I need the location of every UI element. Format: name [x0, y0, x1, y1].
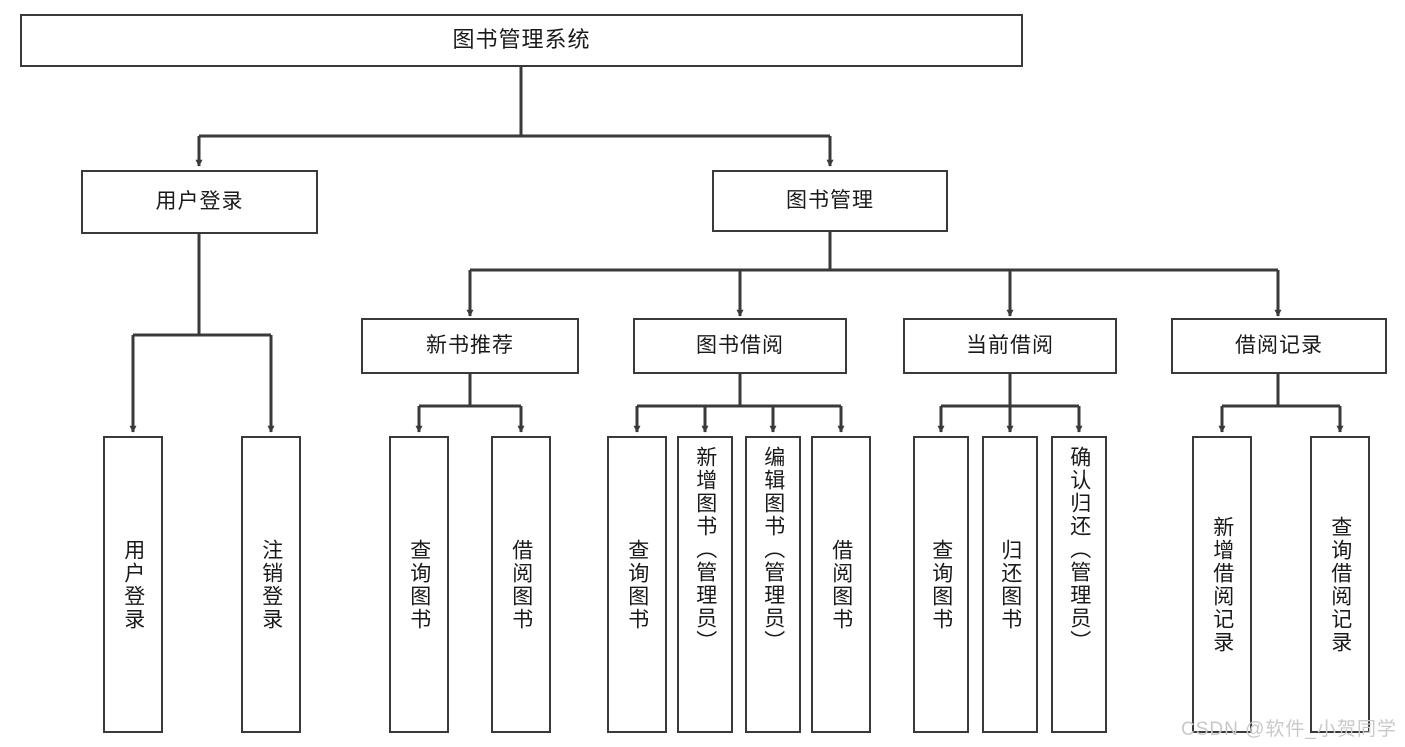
leaf-query-book-2[interactable]: 查询图书 [607, 436, 667, 733]
leaf-add-book[interactable]: 新增图书（管理员） [677, 436, 733, 733]
leaf-add-record-label: 新增借阅记录 [1210, 515, 1234, 654]
leaf-query-record[interactable]: 查询借阅记录 [1310, 436, 1370, 733]
leaf-return-book[interactable]: 归还图书 [982, 436, 1038, 733]
node-book-borrow[interactable]: 图书借阅 [633, 318, 847, 374]
leaf-borrow-book-2[interactable]: 借阅图书 [811, 436, 871, 733]
node-book-manage-label: 图书管理 [786, 189, 874, 213]
node-new-book-recommendation-label: 新书推荐 [426, 334, 514, 358]
leaf-query-book-3[interactable]: 查询图书 [913, 436, 969, 733]
leaf-edit-book[interactable]: 编辑图书（管理员） [745, 436, 801, 733]
leaf-borrow-book-1[interactable]: 借阅图书 [491, 436, 551, 733]
leaf-add-record[interactable]: 新增借阅记录 [1192, 436, 1252, 733]
leaf-confirm-return-label: 确认归还（管理员） [1067, 446, 1091, 653]
leaf-confirm-return[interactable]: 确认归还（管理员） [1051, 436, 1107, 733]
leaf-query-record-label: 查询借阅记录 [1328, 515, 1352, 654]
leaf-query-book-2-label: 查询图书 [625, 538, 649, 631]
node-borrow-record-label: 借阅记录 [1235, 334, 1323, 358]
leaf-user-login[interactable]: 用户登录 [103, 436, 163, 733]
node-new-book-recommendation[interactable]: 新书推荐 [361, 318, 579, 374]
node-book-manage[interactable]: 图书管理 [712, 170, 948, 232]
leaf-logout[interactable]: 注销登录 [241, 436, 301, 733]
node-root-book-management-system[interactable]: 图书管理系统 [20, 14, 1023, 67]
node-user-login-label: 用户登录 [155, 190, 244, 214]
leaf-add-book-label: 新增图书（管理员） [693, 446, 717, 653]
node-borrow-record[interactable]: 借阅记录 [1171, 318, 1387, 374]
node-current-borrow[interactable]: 当前借阅 [903, 318, 1117, 374]
leaf-query-book-3-label: 查询图书 [929, 538, 953, 631]
leaf-logout-label: 注销登录 [259, 538, 283, 631]
node-book-borrow-label: 图书借阅 [696, 334, 784, 358]
node-user-login[interactable]: 用户登录 [81, 170, 318, 234]
leaf-query-book-1[interactable]: 查询图书 [389, 436, 449, 733]
leaf-borrow-book-2-label: 借阅图书 [829, 538, 853, 631]
leaf-return-book-label: 归还图书 [998, 538, 1022, 631]
node-root-label: 图书管理系统 [452, 27, 591, 53]
leaf-query-book-1-label: 查询图书 [407, 538, 431, 631]
leaf-borrow-book-1-label: 借阅图书 [509, 538, 533, 631]
leaf-user-login-label: 用户登录 [121, 538, 145, 631]
node-current-borrow-label: 当前借阅 [966, 334, 1054, 358]
leaf-edit-book-label: 编辑图书（管理员） [761, 446, 785, 653]
